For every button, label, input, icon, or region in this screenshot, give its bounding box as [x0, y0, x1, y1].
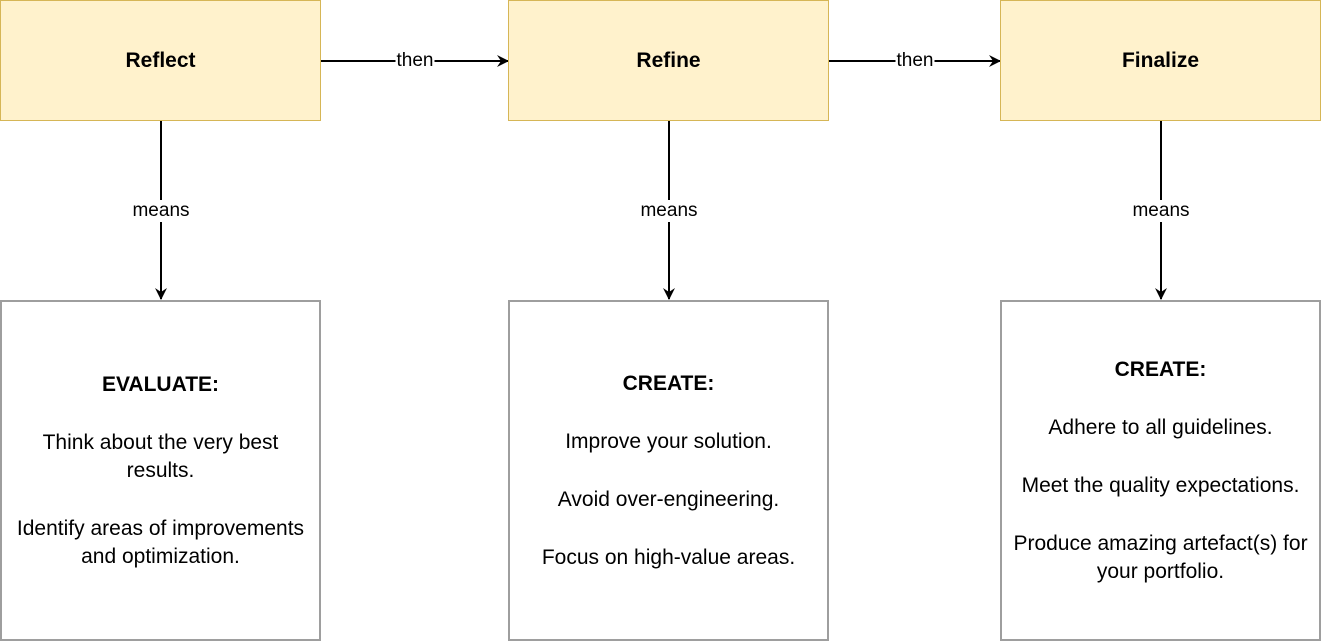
detail-refine-line-3: Focus on high-value areas. [541, 545, 796, 569]
detail-finalize-line-1: Adhere to all guidelines. [1048, 415, 1273, 439]
phase-refine-title: Refine [636, 48, 701, 72]
detail-reflect: EVALUATE: Think about the very best resu… [0, 300, 321, 641]
phase-reflect-title: Reflect [125, 48, 196, 72]
detail-finalize: CREATE: Adhere to all guidelines. Meet t… [1000, 300, 1321, 641]
detail-finalize-line-2: Meet the quality expectations. [1021, 473, 1300, 497]
detail-finalize-line-3: Produce amazing artefact(s) for your por… [1013, 531, 1308, 583]
detail-reflect-line-1: Think about the very best results. [42, 430, 279, 482]
edge-label-finalize-means: means [1131, 200, 1191, 222]
edge-label-reflect-then: then [395, 50, 435, 72]
phase-reflect: Reflect [0, 0, 321, 121]
detail-finalize-heading: CREATE: [1114, 357, 1207, 381]
edge-label-reflect-means: means [131, 200, 191, 222]
detail-refine-line-2: Avoid over-engineering. [557, 487, 780, 511]
detail-refine-heading: CREATE: [622, 371, 715, 395]
detail-reflect-heading: EVALUATE: [101, 372, 220, 396]
phase-finalize-title: Finalize [1121, 48, 1200, 72]
detail-refine: CREATE: Improve your solution. Avoid ove… [508, 300, 829, 641]
detail-refine-line-1: Improve your solution. [565, 429, 772, 453]
edge-label-refine-means: means [639, 200, 699, 222]
edge-label-refine-then: then [895, 50, 935, 72]
phase-finalize: Finalize [1000, 0, 1321, 121]
phase-refine: Refine [508, 0, 829, 121]
detail-reflect-line-2: Identify areas of improvements and optim… [16, 516, 305, 568]
